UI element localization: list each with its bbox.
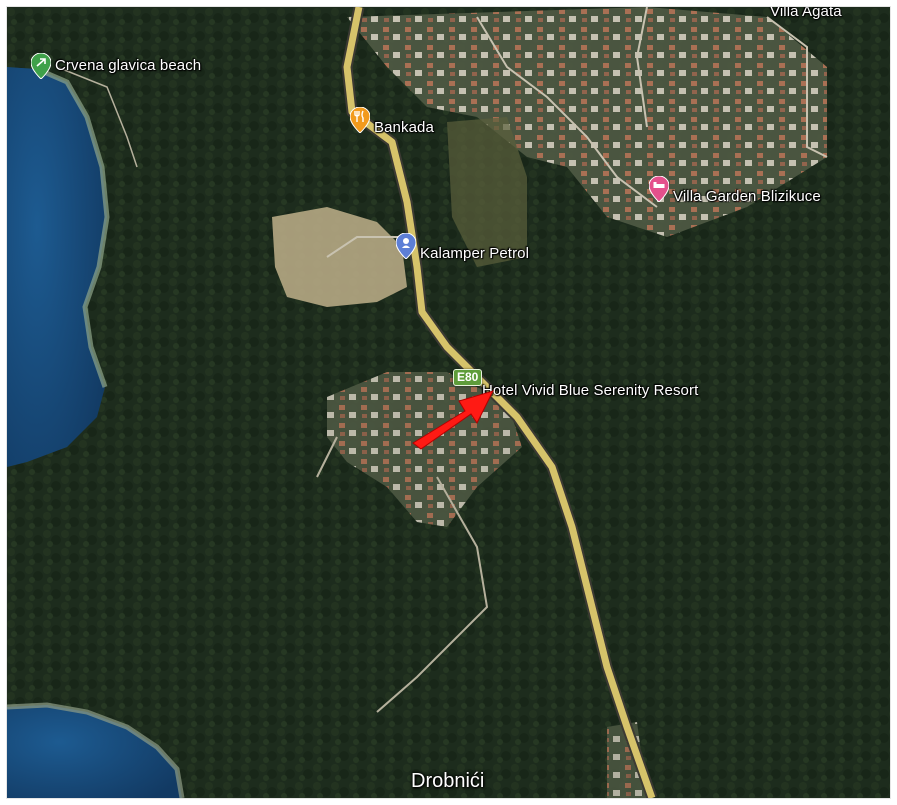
poi-label: Villa Garden Blizikuce xyxy=(673,188,821,205)
poi-label: Crvena glavica beach xyxy=(55,57,202,74)
road-shield-e80: E80 xyxy=(453,369,483,386)
satellite-map[interactable] xyxy=(7,7,890,798)
poi-bankada[interactable]: Bankada xyxy=(350,103,434,137)
poi-label: Villa Agata xyxy=(770,7,842,20)
sea-top-left xyxy=(7,67,107,467)
poi-villa-garden-blizikuce[interactable]: Villa Garden Blizikuce xyxy=(649,172,821,206)
sea-bottom-left xyxy=(7,705,182,798)
town-label-drobnici: Drobnići xyxy=(411,770,485,792)
poi-label: Hotel Vivid Blue Serenity Resort xyxy=(482,382,699,399)
settlement-north xyxy=(347,7,827,237)
poi-crvena-glavica-beach[interactable]: Crvena glavica beach xyxy=(31,53,201,79)
poi-hotel-vivid-blue[interactable]: Hotel Vivid Blue Serenity Resort xyxy=(482,382,698,400)
fields xyxy=(447,117,527,267)
poi-kalamper-petrol[interactable]: Kalamper Petrol xyxy=(396,229,529,263)
gas-station-pin-icon xyxy=(396,233,416,259)
hotel-pin-icon xyxy=(649,176,669,202)
red-arrow-icon xyxy=(407,383,497,453)
poi-label: Bankada xyxy=(374,119,434,136)
restaurant-pin-icon xyxy=(350,107,370,133)
quarry-area xyxy=(272,207,407,307)
map-frame[interactable]: Crvena glavica beach Bankada Villa Garde… xyxy=(7,7,890,798)
poi-label: Kalamper Petrol xyxy=(420,245,530,262)
beach-pin-icon xyxy=(31,53,51,79)
poi-villa-agata[interactable]: Villa Agata xyxy=(770,7,842,21)
